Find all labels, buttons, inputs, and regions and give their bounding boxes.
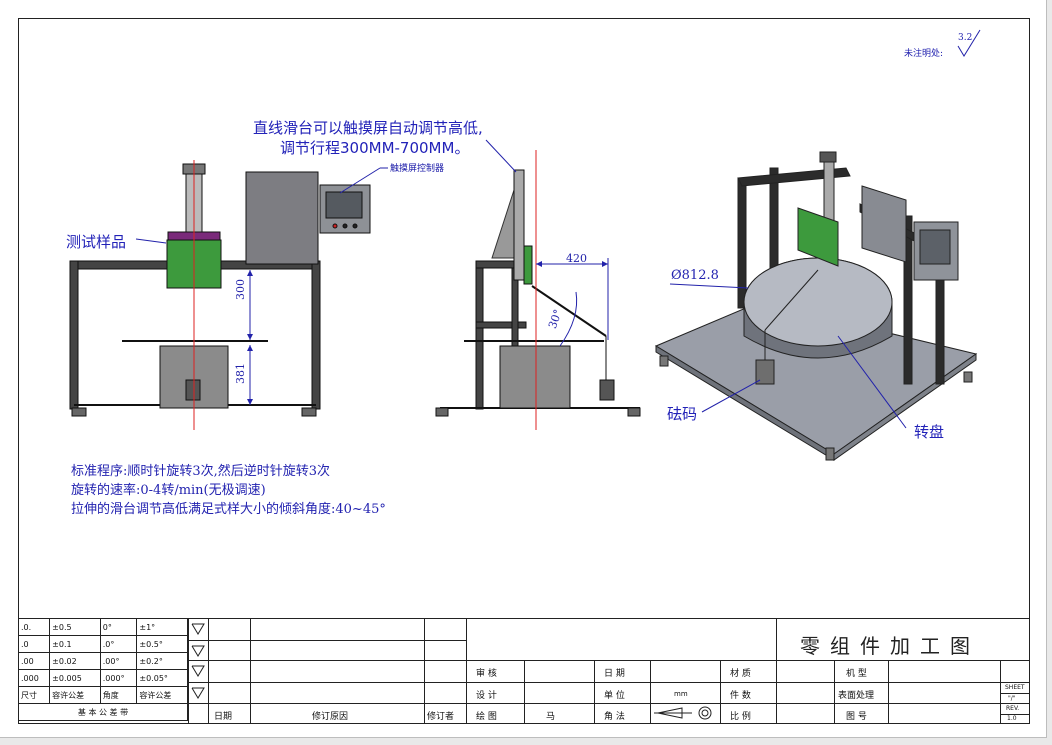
unit-label: 单 位: [604, 691, 625, 701]
side-left-leg: [475, 260, 484, 410]
scale-label: 比 例: [730, 712, 751, 722]
slide-annotation-line1: 直线滑台可以触摸屏自动调节高低,: [253, 119, 483, 137]
touch-controller-label: 触摸屏控制器: [390, 164, 445, 174]
table-row: 基 本 公 差 带: [18, 703, 188, 721]
drawing-label: 绘 图: [476, 712, 497, 722]
sheet-label: SHEET: [1005, 684, 1025, 691]
side-dimension-420: 420: [566, 252, 587, 265]
drawing-person: 马: [546, 712, 556, 722]
rev-date-label: 日期: [214, 712, 233, 722]
drawing-title: 零组件加工图: [800, 634, 980, 658]
rev-value: 1.0: [1007, 715, 1017, 722]
front-dimension-381: 381: [234, 363, 247, 384]
front-foot-right: [301, 407, 317, 417]
sheet-value: "/": [1008, 695, 1016, 702]
machine-drawing: [69, 29, 981, 461]
projection-label: 角 法: [604, 712, 625, 722]
model-label: 机 型: [846, 669, 867, 679]
drawing-no-label: 图 号: [846, 712, 867, 722]
roughness-note: 未注明处:: [904, 49, 944, 59]
roughness-symbol: [957, 29, 981, 57]
front-left-leg: [69, 260, 79, 410]
rev-reviser-label: 修订者: [427, 712, 455, 722]
test-sample-label: 测试样品: [66, 233, 127, 251]
turntable-label: 转盘: [914, 423, 945, 441]
side-slide-column: [513, 169, 525, 281]
front-view: [69, 160, 371, 430]
projection-symbol: [654, 706, 712, 720]
slide-annotation-line2: 调节行程300MM-700MM。: [280, 139, 470, 157]
material-label: 材 质: [730, 669, 751, 679]
rev-reason-label: 修订原因: [312, 712, 349, 722]
tolerance-footer: 基 本 公 差 带: [18, 703, 188, 721]
front-dimension-300: 300: [234, 279, 247, 300]
surface-label: 表面处理: [838, 691, 875, 701]
note-line-3: 拉伸的滑台调节高低满足式样大小的倾斜角度:40~45°: [71, 502, 386, 517]
front-right-leg: [311, 260, 321, 410]
diameter-label: Ø812.8: [671, 268, 719, 283]
design-label: 设 计: [476, 691, 497, 701]
front-foot-left: [71, 407, 87, 417]
review-label: 审 核: [476, 669, 497, 679]
front-touch-screen: [325, 191, 363, 219]
side-turntable-base: [499, 345, 571, 409]
table-row: .0±0.1.0°±0.5°: [17, 635, 188, 653]
unit-value: mm: [674, 690, 688, 698]
side-view: [435, 139, 641, 430]
rev-label: REV.: [1006, 705, 1020, 712]
table-row: .00±0.02.00°±0.2°: [17, 652, 188, 670]
quantity-label: 件 数: [730, 691, 751, 701]
front-control-box: [245, 171, 319, 265]
iso-post-1: [737, 177, 747, 309]
date-label: 日 期: [604, 669, 625, 679]
table-row: 尺寸容许公差角度容许公差: [17, 686, 188, 704]
roughness-value: 3.2: [958, 33, 973, 43]
note-line-1: 标准程序:顺时针旋转3次,然后逆时针旋转3次: [71, 464, 331, 479]
title-block-grid: [18, 618, 1030, 724]
front-weight: [185, 379, 201, 401]
iso-test-sample: [797, 207, 839, 267]
note-line-2: 旋转的速率:0-4转/min(无极调速): [71, 483, 266, 498]
side-weight: [599, 379, 615, 401]
isometric-view: [654, 151, 978, 461]
weight-label: 砝码: [667, 405, 698, 423]
